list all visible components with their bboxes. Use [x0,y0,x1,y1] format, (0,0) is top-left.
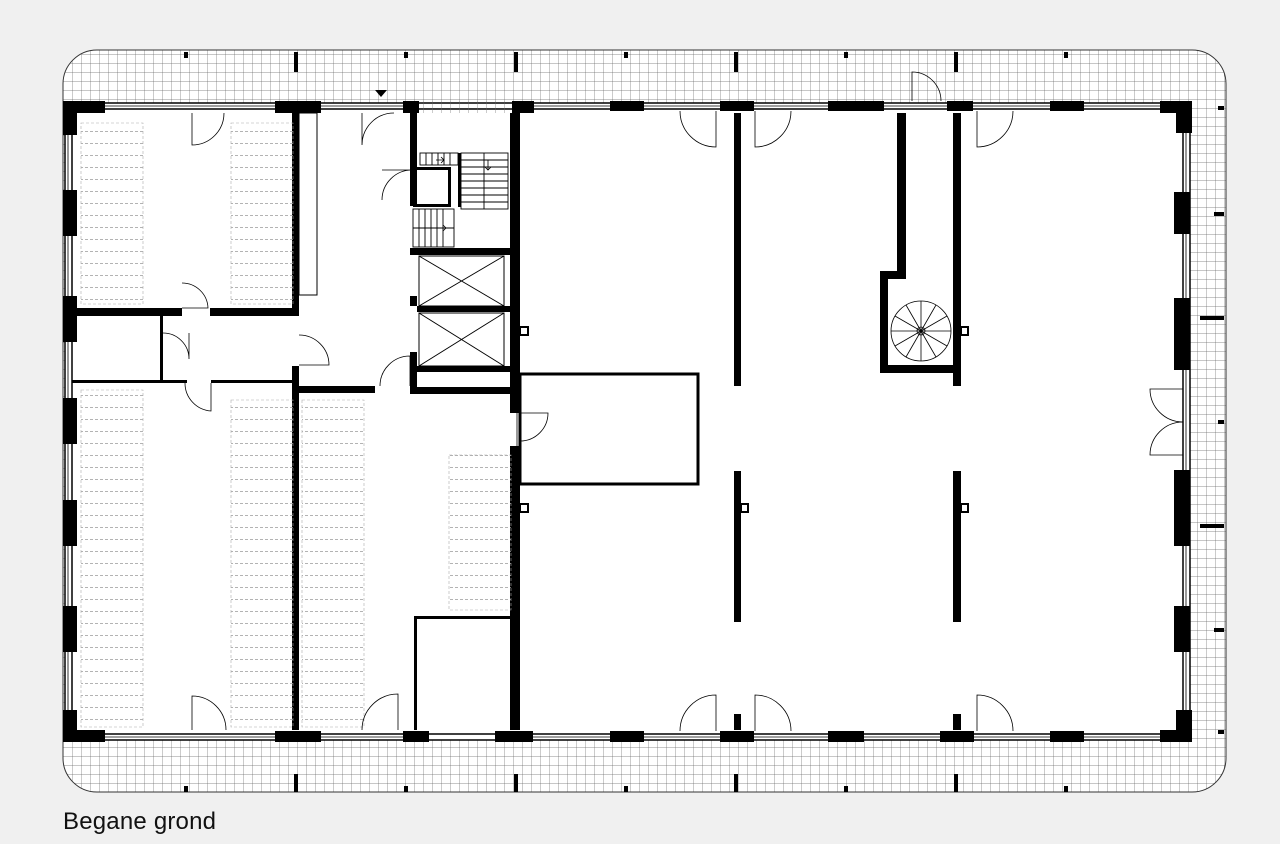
entrance-arrow-icon [375,90,387,97]
interior-walls [72,112,961,730]
seating-tiers [80,122,512,728]
window-lines [67,105,1187,738]
main-stair [412,152,509,248]
entrance-steps [419,101,510,113]
elevator-shafts [418,255,505,367]
drawing-caption: Begane grond [63,808,217,835]
spiral-stair [890,300,952,362]
door-swings [162,71,1184,732]
stair-direction-arrows [436,156,492,232]
wall-studs [519,326,969,513]
terrace-posts [184,52,1224,792]
